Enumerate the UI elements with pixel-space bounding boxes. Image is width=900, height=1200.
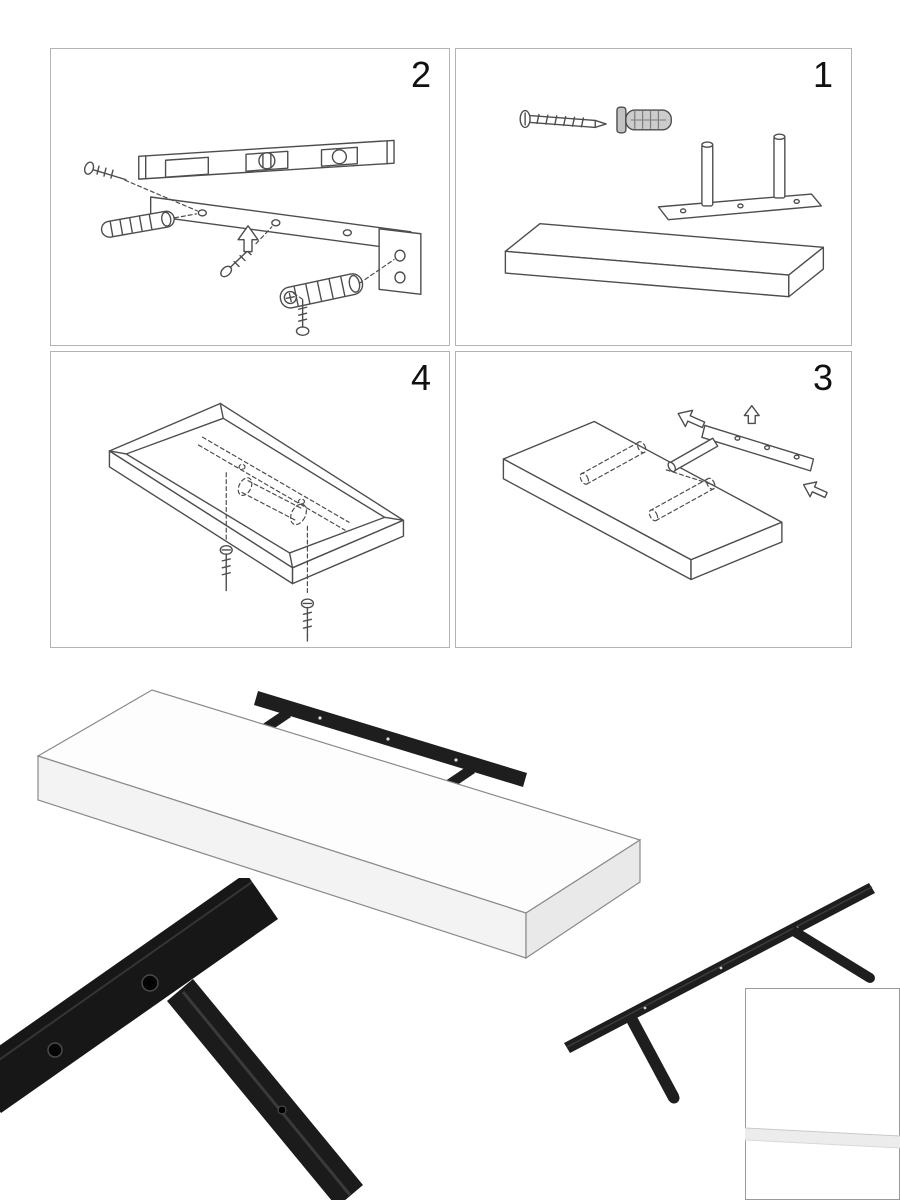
bracket-plate-with-rods [657, 133, 823, 221]
bracket-angled-svg [564, 883, 875, 1104]
step-number-2: 2 [410, 54, 431, 95]
step-number-3: 3 [812, 357, 833, 398]
screw-anchor-bracket-plate-shelf-drawing [504, 106, 825, 298]
direction-arrows [677, 404, 828, 499]
slide-arrow-icon [677, 409, 706, 429]
shelf-board [502, 420, 783, 581]
bracket-closeup-svg [0, 878, 363, 1200]
step-number-1: 1 [812, 54, 833, 95]
screw-top-left [83, 161, 127, 181]
step-panel-3: 3 [455, 351, 852, 648]
hidden-bracket-dashed [197, 436, 350, 531]
step-panel-2: 2 [50, 48, 450, 346]
screw-bottom [295, 299, 310, 336]
wall-bracket-with-spirit-level-drawing [83, 139, 422, 336]
shelf-corner-content [745, 988, 900, 1200]
shelf-underside-tray [108, 402, 405, 585]
dowel-pin-left [100, 210, 175, 238]
white-shelf [36, 689, 642, 960]
screw-guides-dashed [225, 472, 309, 597]
shelf-sliding-onto-bracket-drawing [502, 404, 828, 581]
alignment-dashed-lines [124, 179, 395, 300]
shelf-illustration-svg [36, 689, 642, 960]
up-arrow-icon [237, 225, 259, 253]
shelf-board [504, 222, 825, 298]
floating-shelf-with-black-bracket-illustration [20, 668, 680, 973]
spirit-level [138, 139, 395, 180]
step-panel-1: 1 [455, 48, 852, 346]
dowel-pin-right [279, 273, 364, 309]
shelf-corner-svg [745, 988, 900, 1200]
up-arrow-icon [743, 404, 760, 425]
black-bracket-corner-closeup-photo [0, 878, 432, 1200]
bracket-with-pin [665, 424, 815, 486]
bracket-rail [149, 196, 422, 296]
wall-anchor [616, 106, 672, 134]
screw-2 [300, 598, 315, 642]
screw [519, 109, 607, 129]
screw-1 [219, 544, 233, 592]
hidden-holes-dashed [579, 441, 716, 522]
black-bracket-angled-photo [552, 868, 900, 1113]
slide-arrow-icon-2 [802, 481, 828, 499]
shelf-underside-with-screws-drawing [108, 402, 405, 642]
white-shelf-corner-photo [745, 988, 900, 1200]
black-bracket-closeup [0, 878, 363, 1200]
step-panel-4: 4 [50, 351, 450, 648]
black-bracket-angled [564, 883, 875, 1104]
step-number-4: 4 [410, 357, 431, 398]
